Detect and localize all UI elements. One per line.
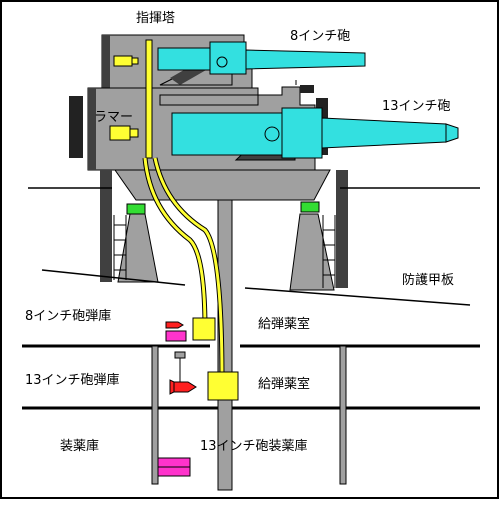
shell-8inch	[165, 321, 184, 329]
gun-8inch-trunnion	[216, 56, 228, 68]
gun-8inch-barrel	[245, 49, 366, 70]
barbette-left	[100, 170, 112, 282]
rammer-assembly	[109, 39, 153, 159]
central-trunk	[151, 199, 347, 491]
label-rammer: ラマー	[94, 110, 133, 125]
label-gun-13inch: 13インチ砲	[382, 99, 451, 114]
central-column	[217, 199, 233, 491]
label-powder-room-13inch: 13インチ砲装薬庫	[200, 439, 308, 454]
roller-left	[126, 203, 146, 215]
command-tower-tube	[145, 39, 153, 159]
bulkhead-right	[339, 345, 347, 485]
hoist-car-13inch	[207, 371, 239, 401]
label-command-tower: 指揮塔	[136, 11, 175, 26]
powder-8inch	[165, 330, 187, 342]
hoist-car-8inch	[192, 317, 216, 341]
gun-8inch-sleeve	[209, 41, 247, 75]
sight-block	[113, 55, 133, 67]
label-armor-deck: 防護甲板	[402, 272, 454, 288]
lower-rear-armor	[88, 88, 96, 170]
gun-13inch-sleeve	[281, 107, 323, 159]
deck-lines	[22, 187, 480, 410]
gun-13inch-breech	[171, 112, 283, 156]
label-handling-room-lower: 給弾薬室	[258, 376, 310, 392]
gun-13inch-trunnion	[264, 126, 280, 142]
ladders	[113, 215, 336, 288]
label-magazine-8inch: 8インチ砲弾庫	[25, 309, 111, 324]
rammer-block	[109, 125, 131, 141]
upper-rear-armor	[102, 35, 110, 95]
gun-13inch-assembly	[171, 107, 459, 161]
label-magazine-13inch: 13インチ砲弾庫	[25, 373, 120, 388]
ammunition	[157, 321, 197, 477]
bulkhead-left	[151, 345, 159, 485]
label-handling-room-upper: 給弾薬室	[258, 316, 310, 332]
roller-right	[300, 201, 320, 213]
label-powder-room: 装薬庫	[60, 439, 99, 454]
ammunition-hoists	[142, 157, 225, 381]
rear-armor-plate	[69, 96, 83, 158]
gun-8inch-assembly	[157, 41, 366, 86]
gun-13inch-muzzle	[445, 123, 459, 143]
barbette-right	[336, 170, 348, 288]
label-gun-8inch: 8インチ砲	[290, 29, 350, 44]
